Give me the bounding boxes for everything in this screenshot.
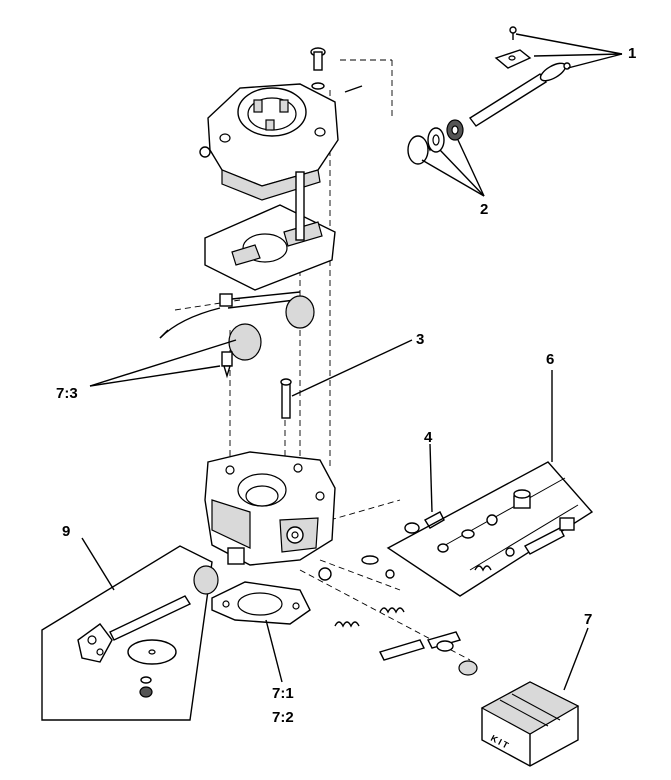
vertical-rod — [295, 171, 305, 241]
throttle-shaft-assembly — [468, 26, 571, 127]
callout-3: 3 — [416, 331, 424, 348]
callout-7: 7 — [584, 611, 592, 628]
top-screw — [310, 47, 326, 90]
callout-9: 9 — [62, 523, 70, 540]
main-jet-pin — [280, 378, 292, 419]
leader-lines — [81, 33, 623, 691]
carburetor-body — [204, 451, 336, 566]
upper-gasket — [204, 204, 336, 291]
air-horn-cover — [199, 83, 339, 201]
adjusting-screws — [318, 511, 478, 676]
callout-2: 2 — [480, 201, 488, 218]
float-assembly — [159, 291, 315, 361]
shaft-spring-washer-set — [407, 119, 464, 165]
repair-kit-6-panel — [386, 461, 594, 597]
needle-valve — [221, 351, 233, 379]
flange-gasket — [211, 581, 311, 625]
top-pin — [344, 85, 363, 93]
callout-7-3: 7:3 — [56, 385, 78, 402]
callout-4: 4 — [424, 429, 433, 446]
callout-7-1: 7:1 — [272, 685, 294, 702]
kit-box: KIT — [480, 681, 580, 767]
repair-kit-9-panel — [41, 545, 219, 721]
callout-1: 1 — [628, 45, 636, 62]
callout-labels: 1 2 3 4 6 7 7:1 7:2 7:3 9 — [56, 45, 636, 726]
callout-7-2: 7:2 — [272, 709, 294, 726]
callout-6: 6 — [546, 351, 554, 368]
